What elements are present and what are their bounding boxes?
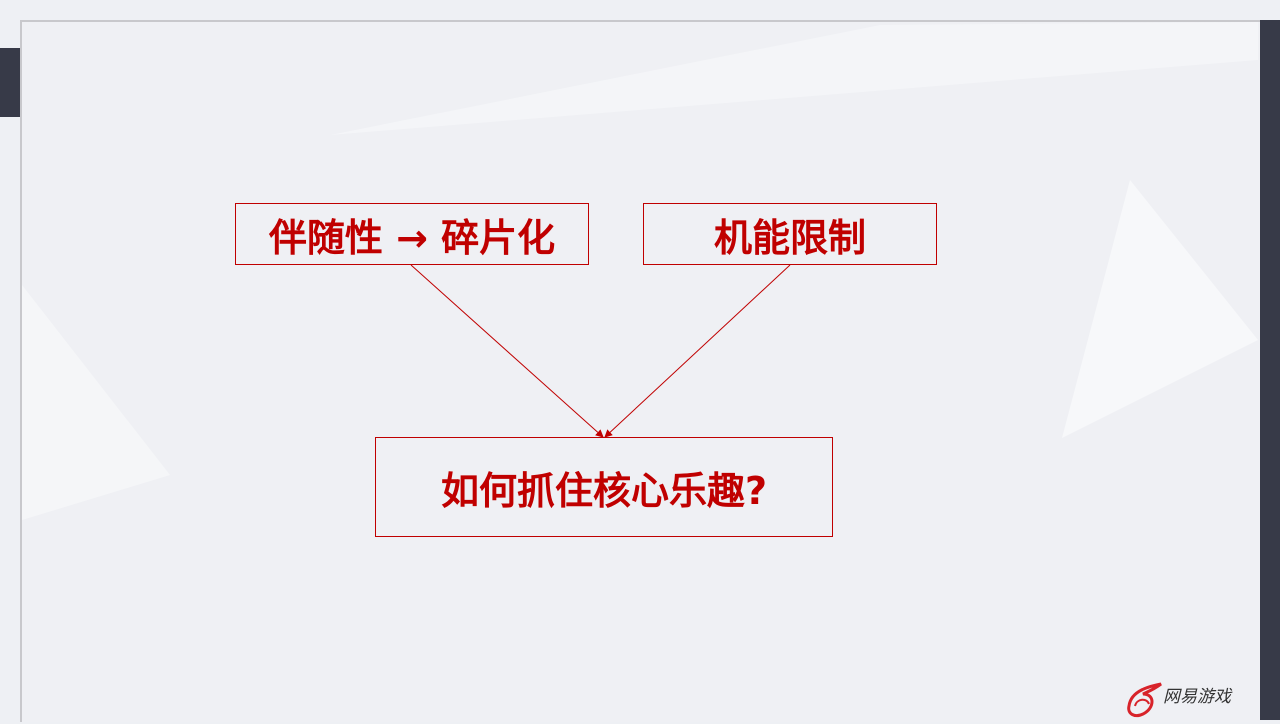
node-fragmentation: 伴随性 → 碎片化 [235, 203, 589, 265]
edge-fragmentation-to-core [410, 264, 604, 438]
logo-swirl-icon [1127, 682, 1162, 718]
node-label: 机能限制 [713, 215, 866, 260]
slide-frame [20, 20, 1260, 722]
edge-hardware-to-core [604, 264, 791, 438]
netease-games-logo: 网易游戏 [1125, 680, 1245, 720]
right-sidebar-bar [1260, 20, 1280, 720]
left-accent-block [0, 48, 20, 117]
logo-text: 网易游戏 [1163, 687, 1231, 707]
node-label: 伴随性 → 碎片化 [268, 215, 556, 260]
node-core-fun: 如何抓住核心乐趣? [375, 437, 833, 537]
node-hardware-limits: 机能限制 [643, 203, 937, 265]
node-label: 如何抓住核心乐趣? [440, 468, 768, 513]
